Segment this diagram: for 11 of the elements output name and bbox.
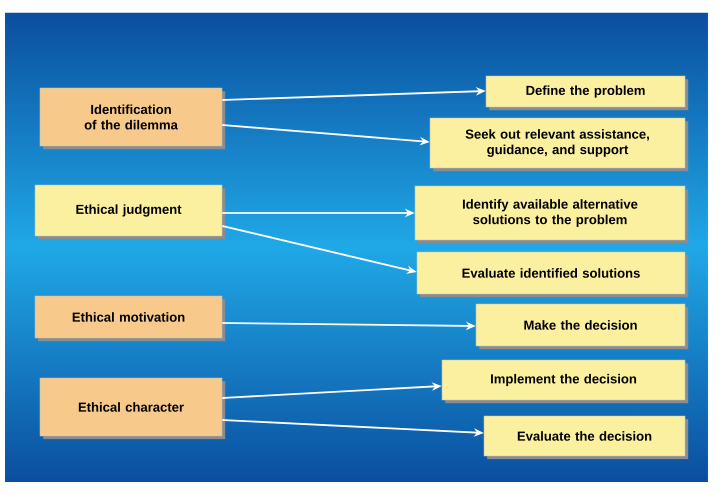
text-box: Ethical motivation: [34, 296, 226, 342]
text-box: Evaluate identified solutions: [416, 252, 688, 298]
text-box: Identification of the dilemma: [40, 88, 226, 150]
text-box: Evaluate the decision: [484, 416, 688, 460]
text-box: Ethical judgment: [34, 184, 226, 240]
text-box: Implement the decision: [442, 360, 688, 404]
text-box: Make the decision: [476, 304, 688, 350]
text-box: Seek out relevant assistance, guidance, and support: [430, 118, 688, 172]
text-box: Identify available alternative solutions to the problem: [414, 186, 688, 244]
text-box: Define the problem: [486, 76, 688, 110]
text-box: Ethical character: [40, 378, 226, 440]
